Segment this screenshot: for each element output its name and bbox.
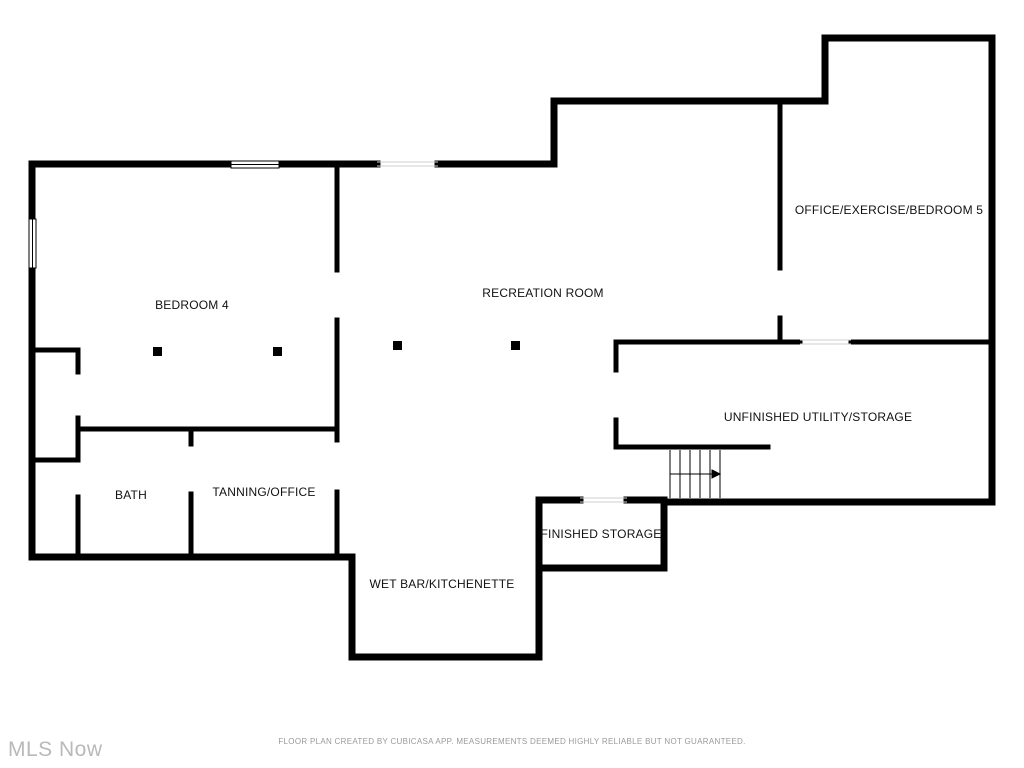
stairs	[669, 450, 722, 498]
label-tanning-office: TANNING/OFFICE	[212, 485, 315, 499]
column-bedroom-right	[273, 347, 282, 356]
columns	[153, 341, 520, 356]
column-rec-right	[511, 341, 520, 350]
label-wet-bar-kitchenette: WET BAR/KITCHENETTE	[370, 577, 515, 591]
column-rec-left	[393, 341, 402, 350]
label-office-exercise-bedroom-5: OFFICE/EXERCISE/BEDROOM 5	[795, 203, 983, 217]
mls-now-watermark: MLS Now	[8, 738, 103, 761]
label-finished-storage: FINISHED STORAGE	[541, 527, 662, 541]
stair-arrow-icon	[711, 469, 722, 479]
label-recreation-room: RECREATION ROOM	[482, 286, 603, 300]
room-labels: BEDROOM 4 RECREATION ROOM OFFICE/EXERCIS…	[115, 203, 983, 591]
column-bedroom-left	[153, 347, 162, 356]
windows	[28, 160, 280, 269]
label-bedroom-4: BEDROOM 4	[155, 298, 229, 312]
interior-walls	[29, 101, 995, 560]
label-bath: BATH	[115, 488, 147, 502]
floor-plan-disclaimer: FLOOR PLAN CREATED BY CUBICASA APP. MEAS…	[278, 737, 746, 746]
door-openings	[377, 161, 851, 503]
label-unfinished-utility-storage: UNFINISHED UTILITY/STORAGE	[724, 410, 912, 424]
